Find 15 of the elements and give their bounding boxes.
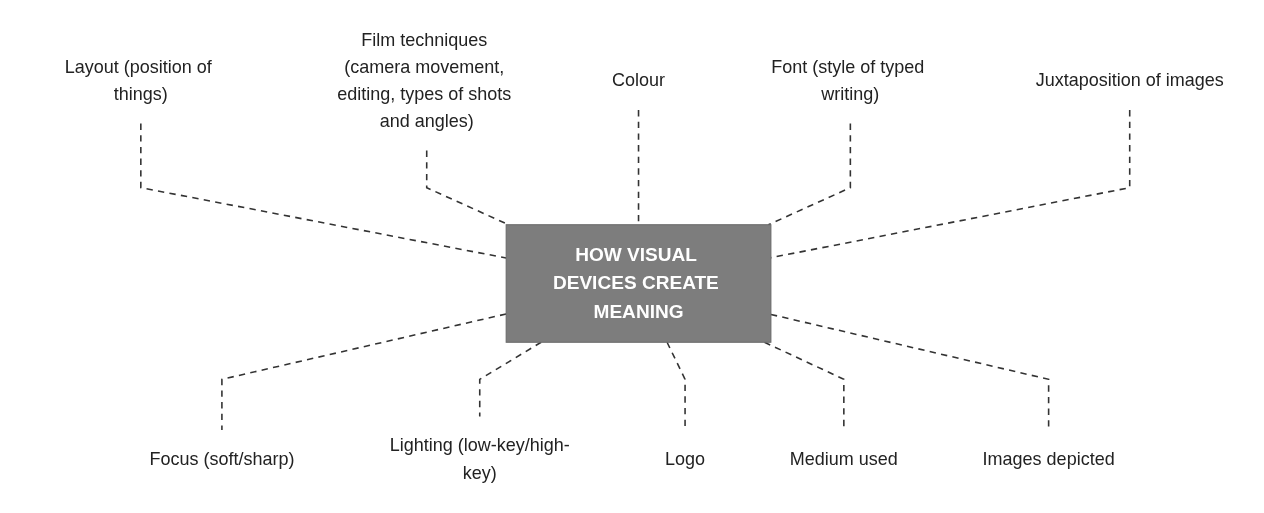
node-text: Focus (soft/sharp)	[149, 448, 295, 470]
node-box: HOW VISUAL DEVICES CREATE MEANING	[505, 224, 772, 343]
node-text: Layout (position of things)	[64, 56, 212, 105]
node-text: Logo	[665, 448, 706, 470]
node-text: Medium used	[789, 448, 898, 470]
connector	[221, 313, 507, 431]
connector	[767, 122, 852, 226]
node-text: Lighting (low-key/high-key)	[389, 435, 570, 483]
connector	[140, 122, 507, 259]
node-text: Colour	[612, 70, 666, 91]
node-text: Images depicted	[982, 448, 1115, 470]
connector	[478, 341, 542, 418]
node-text: Font (style of typed writing)	[771, 56, 925, 105]
node-text: Juxtaposition of images	[1035, 70, 1224, 91]
node-text: Film techniques (camera movement, editing, types of shots and angles)	[337, 29, 512, 132]
